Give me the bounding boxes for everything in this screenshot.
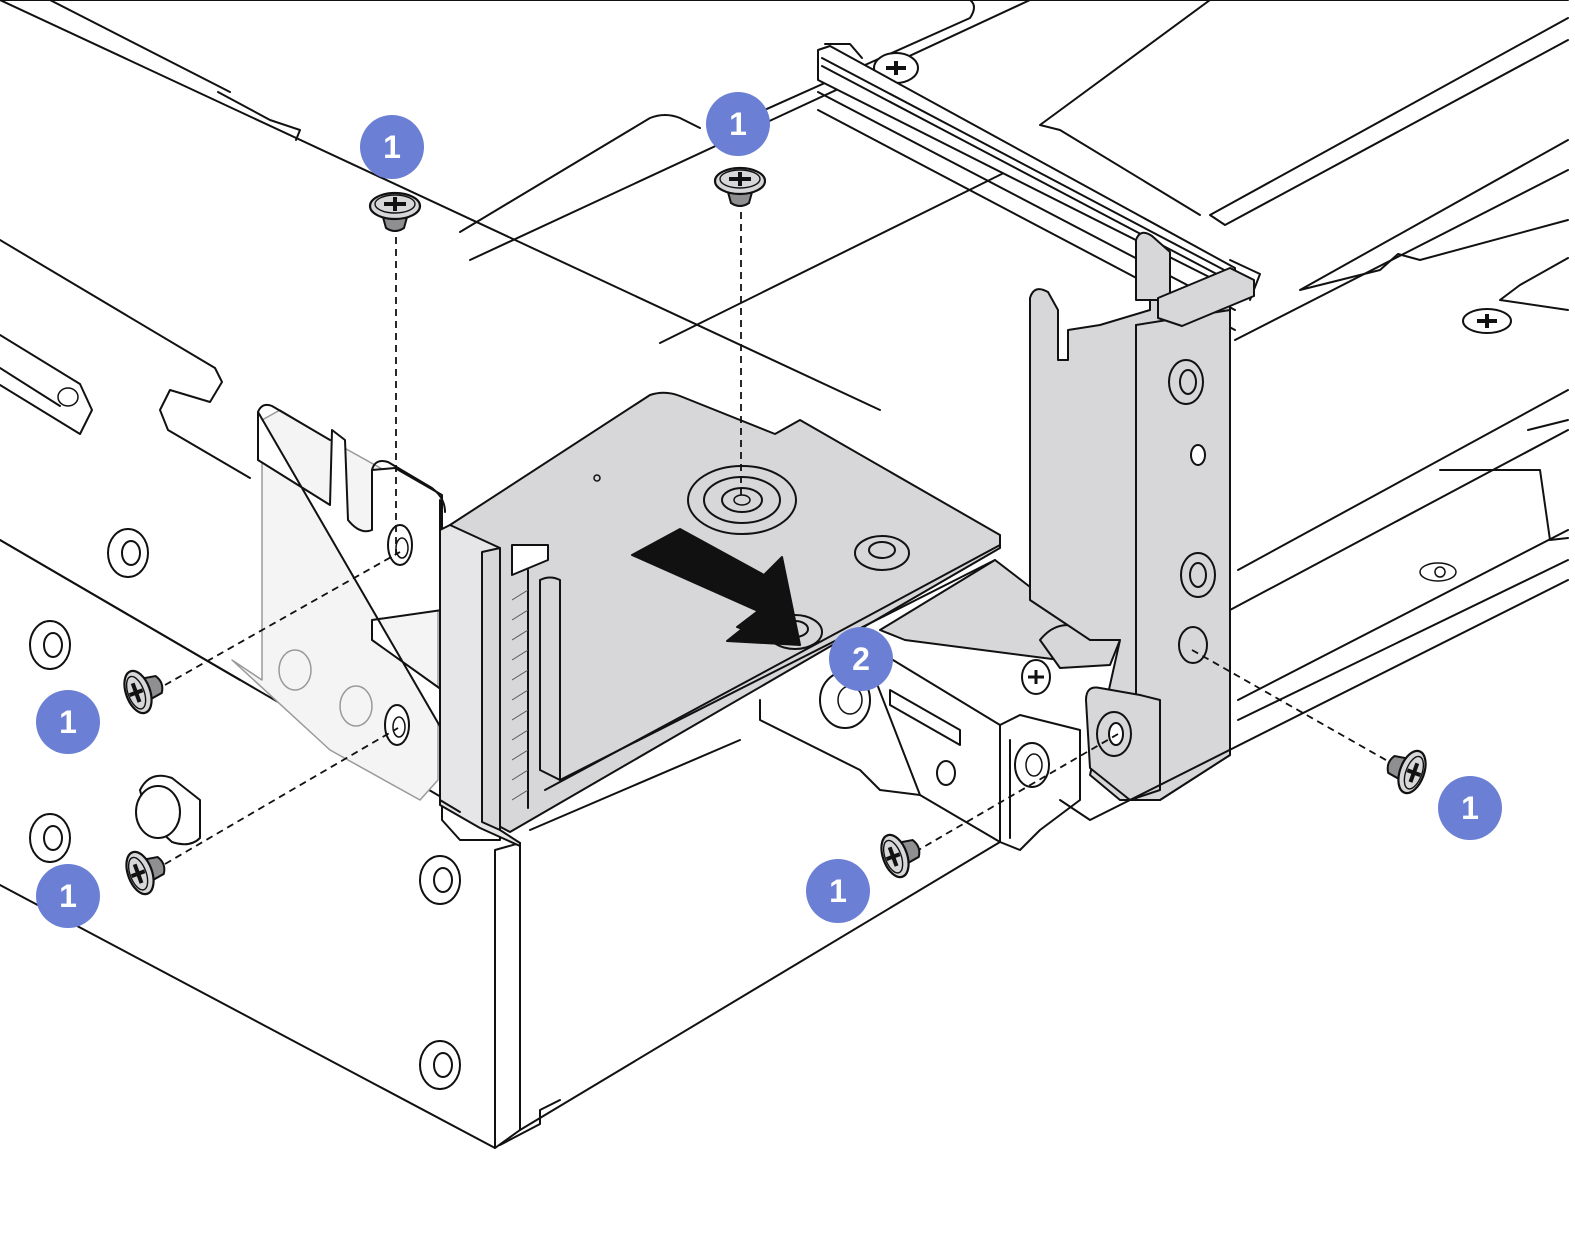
screw-icon (713, 166, 767, 208)
callout-step-1: 1 (36, 690, 100, 754)
svg-text:1: 1 (383, 129, 401, 165)
svg-text:1: 1 (59, 878, 77, 914)
callout-step-1: 1 (36, 864, 100, 928)
callout-step-1: 1 (1438, 776, 1502, 840)
screw-icon (874, 824, 929, 883)
callouts: 1 1 1 1 1 1 2 (36, 92, 1502, 928)
svg-text:1: 1 (729, 106, 747, 142)
svg-text:1: 1 (829, 873, 847, 909)
callout-step-1: 1 (360, 115, 424, 179)
screw-icon (117, 660, 172, 719)
chassis-background (0, 0, 1569, 721)
riser-cage (439, 391, 1001, 847)
svg-text:1: 1 (59, 704, 77, 740)
left-chassis-wall (0, 528, 1001, 1149)
screw-icon (368, 191, 422, 233)
screw-icon (1378, 740, 1433, 799)
callout-step-1: 1 (706, 92, 770, 156)
direction-arrow-icon (631, 528, 801, 646)
screw-icon (119, 841, 174, 900)
right-bracket (1029, 231, 1255, 801)
screw-guides (164, 200, 1401, 865)
callout-step-2: 2 (829, 627, 893, 691)
svg-text:2: 2 (852, 641, 870, 677)
svg-text:1: 1 (1461, 790, 1479, 826)
callout-step-1: 1 (806, 859, 870, 923)
